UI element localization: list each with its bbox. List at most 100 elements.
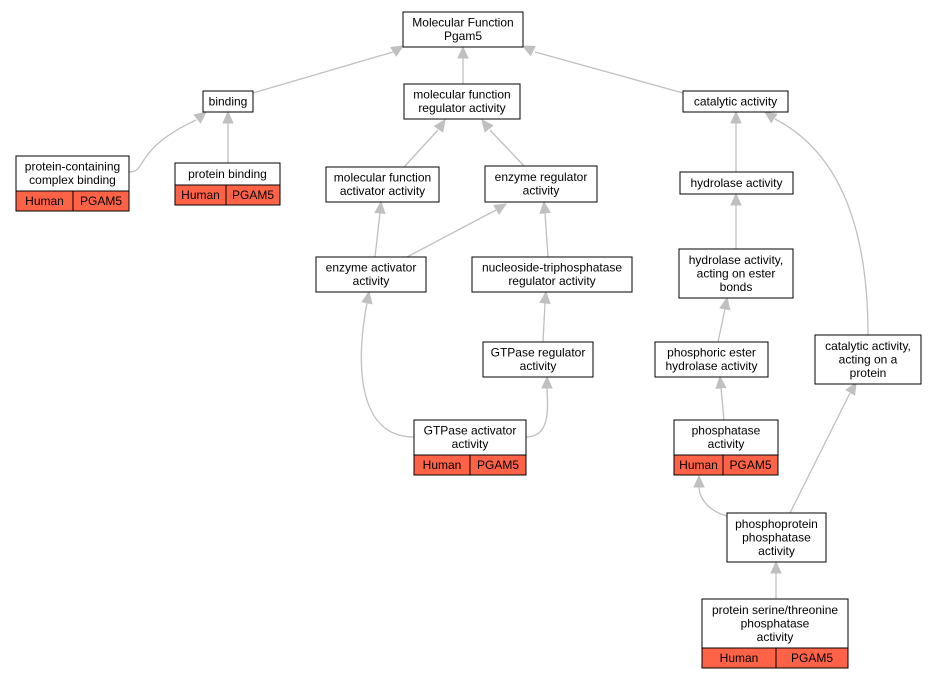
arrowhead-17 xyxy=(715,375,727,389)
edge-12 xyxy=(542,302,546,343)
arrowhead-14 xyxy=(764,111,778,124)
term-label-line: GTPase activator xyxy=(424,424,517,438)
term-label-line: enzyme activator xyxy=(326,261,417,275)
term-label-line: enzyme regulator xyxy=(495,170,588,184)
annotation-gene[interactable]: PGAM5 xyxy=(80,194,122,208)
annotation-gene-cell xyxy=(775,647,849,669)
node-box xyxy=(403,83,521,120)
term-label-line: regulator activity xyxy=(418,101,505,115)
arrowhead-13 xyxy=(719,296,731,311)
arrowhead-5 xyxy=(433,119,446,133)
annotation-gene[interactable]: PGAM5 xyxy=(729,458,771,472)
arrowhead-20 xyxy=(770,560,782,574)
arrowhead-11 xyxy=(730,192,742,206)
term-label-line: acting on ester xyxy=(697,266,776,280)
term-label-line: regulator activity xyxy=(508,274,595,288)
term-label-line: protein serine/threonine xyxy=(712,603,838,617)
arrowhead-18 xyxy=(693,474,705,488)
annotation-gene-cell xyxy=(72,190,130,212)
term-label-line: phosphoprotein xyxy=(735,517,818,531)
annotation-gene[interactable]: PGAM5 xyxy=(477,458,519,472)
term-label-line: protein-containing xyxy=(25,160,120,174)
node-box xyxy=(484,165,598,203)
term-label-line: Molecular Function xyxy=(412,16,513,30)
annotation-gene[interactable]: PGAM5 xyxy=(232,188,274,202)
go-term-binding[interactable]: binding xyxy=(202,90,254,113)
go-term-catalytic[interactable]: catalytic activity xyxy=(682,90,789,113)
edges xyxy=(128,45,869,599)
term-label-line: activity xyxy=(452,437,489,451)
go-term-hydrolase[interactable]: hydrolase activity xyxy=(679,171,794,195)
term-label-line: activity xyxy=(520,359,557,373)
edge-3 xyxy=(128,119,197,173)
term-label-line: phosphatase xyxy=(741,616,810,630)
term-label-line: activity xyxy=(523,184,560,198)
edge-14 xyxy=(774,118,869,336)
term-label-line: catalytic activity, xyxy=(825,339,911,353)
arrowhead-10 xyxy=(539,200,551,214)
annotation-species: Human xyxy=(720,651,759,665)
term-label-line: protein binding xyxy=(188,167,267,181)
edge-6 xyxy=(489,129,525,167)
arrowhead-15 xyxy=(361,290,373,305)
term-label-line: catalytic activity xyxy=(694,94,777,108)
term-label-line: activity xyxy=(708,437,745,451)
annotation-gene-cell xyxy=(469,454,527,476)
term-label-line: hydrolase activity xyxy=(690,176,782,190)
node-box xyxy=(678,248,794,299)
node-box xyxy=(679,171,794,195)
node-box xyxy=(482,341,594,378)
arrowhead-16 xyxy=(541,375,553,389)
annotation-species: Human xyxy=(679,458,718,472)
term-label-line: hydrolase activity, xyxy=(689,253,783,267)
arrowhead-3 xyxy=(193,111,207,124)
term-label-line: phosphatase xyxy=(692,424,761,438)
term-label-line: activity xyxy=(758,544,795,558)
term-label-line: molecular function xyxy=(413,88,510,102)
arrowhead-2 xyxy=(521,45,536,57)
annotation-species: Human xyxy=(423,458,462,472)
node-box xyxy=(15,155,130,192)
term-label-line: Pgam5 xyxy=(444,29,482,43)
annotation-gene[interactable]: PGAM5 xyxy=(791,651,833,665)
go-term-ser-thr-phosphatase[interactable]: protein serine/threoninephosphataseactiv… xyxy=(701,598,849,669)
annotation-gene-cell xyxy=(722,454,779,476)
node-box xyxy=(654,341,769,378)
edge-16 xyxy=(525,387,549,438)
edge-10 xyxy=(544,212,549,258)
term-label-line: activator activity xyxy=(340,184,425,198)
edge-1 xyxy=(252,51,394,94)
edge-18 xyxy=(698,486,728,517)
edge-9 xyxy=(406,209,497,258)
node-box xyxy=(673,419,779,456)
arrowhead-6 xyxy=(481,119,494,133)
node-box xyxy=(726,512,827,563)
edge-13 xyxy=(717,308,726,343)
annotation-gene-cell xyxy=(225,184,281,206)
node-box xyxy=(701,598,849,649)
node-box xyxy=(471,256,633,293)
annotation-species: Human xyxy=(181,188,220,202)
edge-17 xyxy=(720,387,725,421)
term-label-line: GTPase regulator xyxy=(491,346,586,360)
edge-5 xyxy=(403,129,439,168)
arrowhead-1 xyxy=(390,45,405,57)
edge-15 xyxy=(360,302,415,438)
